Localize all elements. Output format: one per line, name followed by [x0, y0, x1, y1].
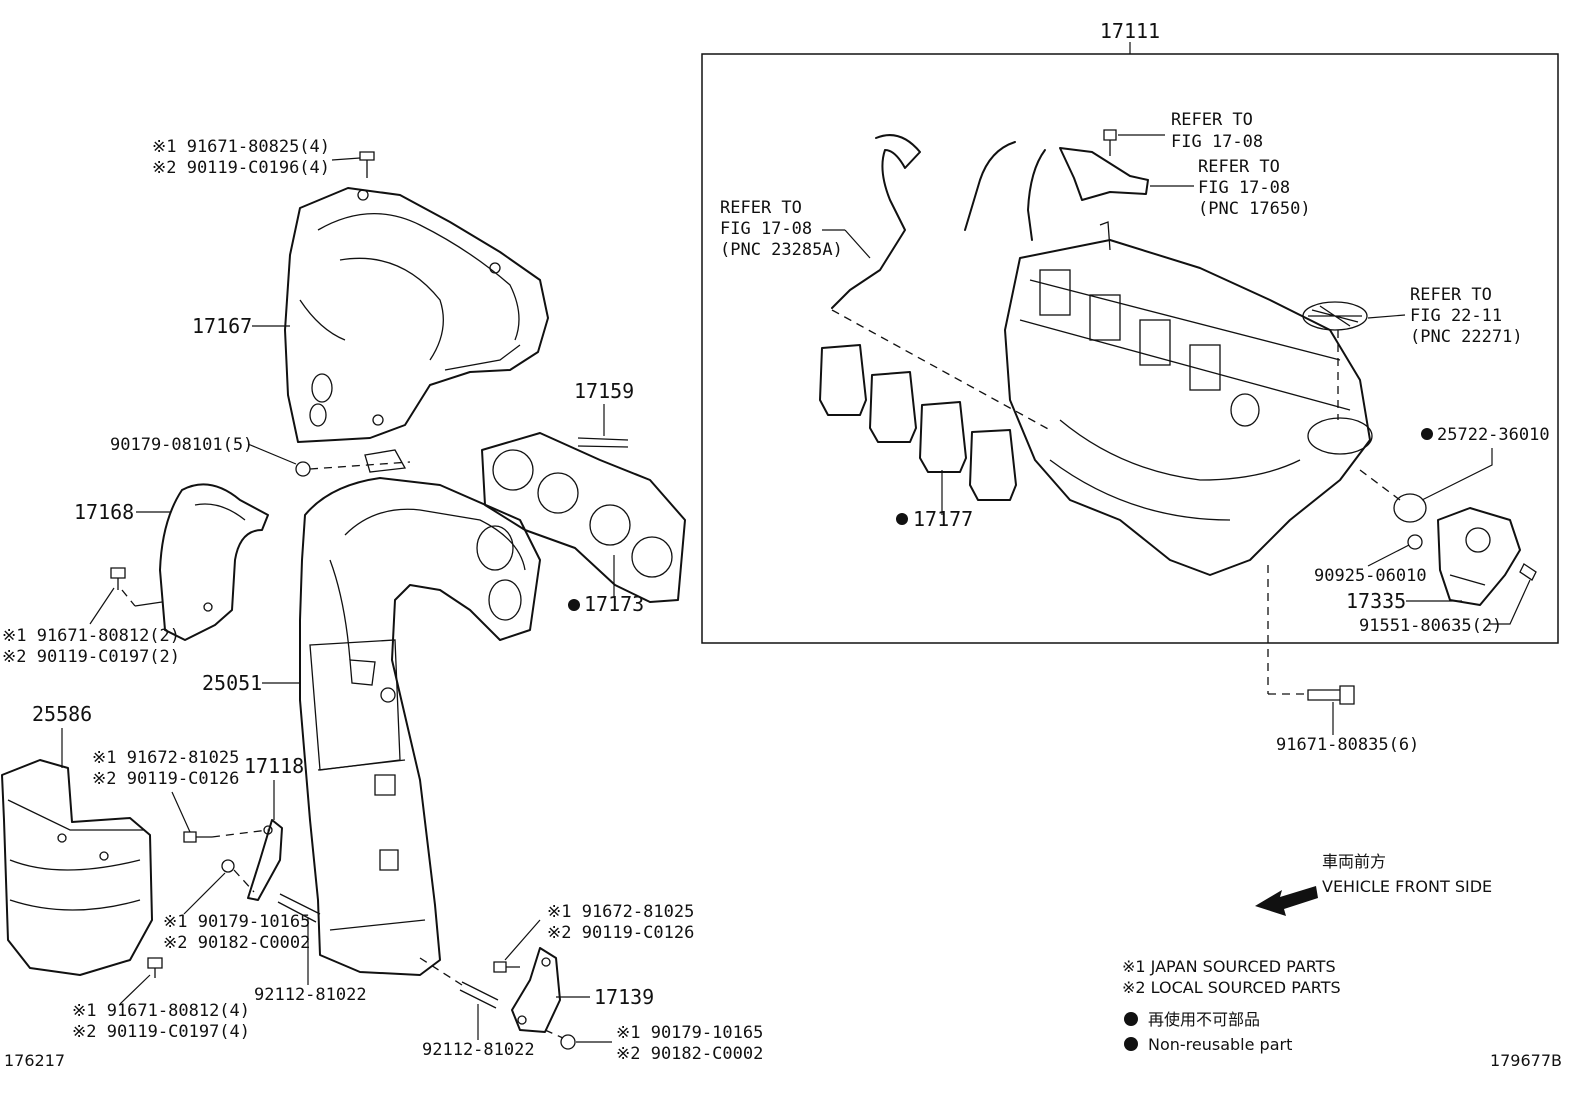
- non-reusable-label-jp: 再使用不可部品: [1148, 1010, 1260, 1029]
- label-90119-C0126-b: ※2 90119-C0126: [547, 923, 694, 943]
- nut-icon: [560, 1034, 576, 1050]
- label-92112-81022-b: 92112-81022: [422, 1040, 535, 1060]
- non-reusable-label-en: Non-reusable part: [1148, 1035, 1292, 1054]
- non-reusable-legend-dot-2: [1124, 1037, 1138, 1051]
- ref2-line-c: (PNC 17650): [1198, 199, 1311, 219]
- stud-bolt-icon: [577, 437, 629, 448]
- nut-icon: [295, 461, 311, 477]
- pnc-17139: 17139: [594, 985, 654, 1009]
- pnc-17173: 17173: [584, 592, 644, 616]
- pnc-25586: 25586: [32, 702, 92, 726]
- non-reusable-mark: [568, 599, 580, 611]
- label-91672-81025-a: ※1 91672-81025: [92, 748, 239, 768]
- intake-manifold-frame: [701, 53, 1559, 644]
- label-90179-10165-b: ※1 90179-10165: [616, 1023, 763, 1043]
- ref3-line-c: (PNC 23285A): [720, 240, 843, 260]
- ref2-line-b: FIG 17-08: [1198, 178, 1290, 198]
- heat-shield-25586: [1, 759, 153, 976]
- ref4-line-c: (PNC 22271): [1410, 327, 1523, 347]
- label-90119-C0197-a: ※2 90119-C0197(2): [2, 647, 180, 667]
- bolt-icon: [110, 567, 126, 590]
- ref3-line-a: REFER TO: [720, 198, 802, 218]
- label-91551-80635: 91551-80635(2): [1359, 616, 1502, 636]
- non-reusable-mark: [896, 513, 908, 525]
- note-local-sourced: ※2 LOCAL SOURCED PARTS: [1122, 978, 1341, 997]
- pnc-17335: 17335: [1346, 589, 1406, 613]
- vacuum-hose: [964, 141, 1016, 231]
- pnc-25051: 25051: [202, 671, 262, 695]
- bracket-17139: [511, 947, 561, 1033]
- label-91671-80812-b: ※1 91671-80812(4): [72, 1001, 250, 1021]
- ref1-line-b: FIG 17-08: [1171, 132, 1263, 152]
- label-92112-81022-a: 92112-81022: [254, 985, 367, 1005]
- label-90119-C0197-b: ※2 90119-C0197(4): [72, 1022, 250, 1042]
- direction-label-jp: 車両前方: [1322, 852, 1386, 871]
- nut-icon: [221, 859, 235, 873]
- ref3-line-b: FIG 17-08: [720, 219, 812, 239]
- vsv-bracket: [1059, 147, 1149, 201]
- exhaust-gasket-17173: [481, 432, 686, 603]
- label-90119-C0126-a: ※2 90119-C0126: [92, 769, 239, 789]
- direction-label-en: VEHICLE FRONT SIDE: [1322, 877, 1492, 896]
- heat-insulator-17168: [159, 483, 269, 641]
- label-90182-C0002-a: ※2 90182-C0002: [163, 933, 310, 953]
- throttle-body-17335: [1437, 507, 1521, 606]
- pnc-17167: 17167: [192, 314, 252, 338]
- illustration-id-left: 176217: [4, 1051, 65, 1070]
- intake-manifold-17111: [1004, 221, 1373, 576]
- box-pnc-label: 17111: [1100, 19, 1160, 43]
- label-91671-80825: ※1 91671-80825(4): [152, 137, 330, 157]
- ref4-line-a: REFER TO: [1410, 285, 1492, 305]
- stud-bolt-icon: [277, 893, 321, 923]
- plug-icon: [1407, 534, 1423, 550]
- bolt-icon: [1103, 129, 1117, 156]
- stud-bolt-icon: [459, 981, 499, 1009]
- label-90925-06010: 90925-06010: [1314, 566, 1427, 586]
- label-91671-80812-a: ※1 91671-80812(2): [2, 626, 180, 646]
- label-25722-36010: 25722-36010: [1437, 425, 1550, 445]
- bolt-icon: [1307, 685, 1355, 705]
- ref1-line-a: REFER TO: [1171, 110, 1253, 130]
- bolt-icon: [183, 831, 212, 843]
- illustration-id-right: 179677B: [1490, 1051, 1562, 1070]
- ref4-line-b: FIG 22-11: [1410, 306, 1502, 326]
- ref2-line-a: REFER TO: [1198, 157, 1280, 177]
- o-ring: [1393, 493, 1427, 523]
- pnc-17159: 17159: [574, 379, 634, 403]
- vehicle-front-arrow-icon: [1255, 886, 1318, 916]
- label-90119-C0196: ※2 90119-C0196(4): [152, 158, 330, 178]
- filter-screen: [1302, 301, 1368, 331]
- exhaust-manifold-25051: [299, 449, 541, 976]
- pnc-17168: 17168: [74, 500, 134, 524]
- label-91672-81025-b: ※1 91672-81025: [547, 902, 694, 922]
- non-reusable-legend-dot: [1124, 1012, 1138, 1026]
- label-91671-80835: 91671-80835(6): [1276, 735, 1419, 755]
- bolt-icon: [359, 151, 375, 178]
- bolt-icon: [1519, 563, 1537, 581]
- pnc-17177: 17177: [913, 507, 973, 531]
- intake-gaskets-17177: [819, 344, 1017, 501]
- label-90182-C0002-b: ※2 90182-C0002: [616, 1044, 763, 1064]
- bolt-icon: [493, 961, 520, 973]
- label-90179-10165-a: ※1 90179-10165: [163, 912, 310, 932]
- bracket-17118: [247, 819, 283, 901]
- pcv-hose: [831, 134, 921, 309]
- vacuum-hose-2: [1027, 149, 1046, 241]
- non-reusable-mark: [1421, 428, 1433, 440]
- pnc-17118: 17118: [244, 754, 304, 778]
- label-90179-08101: 90179-08101(5): [110, 435, 253, 455]
- note-japan-sourced: ※1 JAPAN SOURCED PARTS: [1122, 957, 1336, 976]
- bolt-icon: [147, 957, 163, 978]
- heat-insulator-17167: [284, 187, 549, 443]
